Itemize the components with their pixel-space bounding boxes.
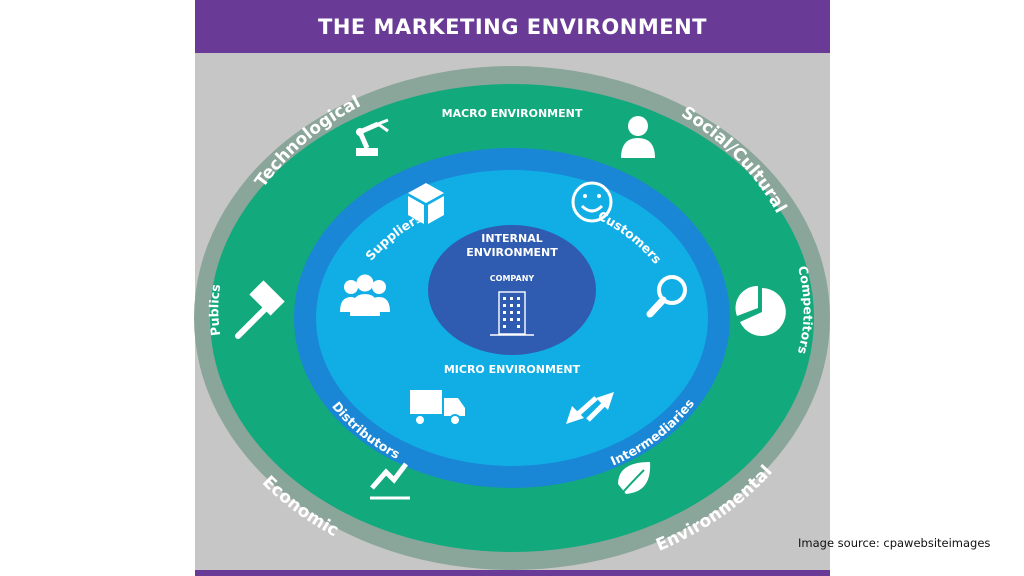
footer-bar — [195, 570, 830, 576]
gavel-icon — [235, 280, 285, 339]
leaf-icon — [615, 462, 651, 501]
pie-chart-icon — [735, 285, 786, 336]
label-publics: Publics — [206, 283, 223, 337]
internal-title-line1: INTERNAL — [481, 232, 543, 245]
arrows-icon — [566, 392, 614, 424]
group-icon — [340, 274, 390, 316]
truck-icon — [410, 390, 465, 426]
header-bar: THE MARKETING ENVIRONMENT — [195, 0, 830, 53]
page-title: THE MARKETING ENVIRONMENT — [318, 14, 707, 39]
company-label: COMPANY — [490, 274, 535, 283]
internal-title-line2: ENVIRONMENT — [466, 246, 558, 259]
box-icon — [408, 183, 444, 224]
image-source-caption: Image source: cpawebsiteimages — [798, 536, 991, 550]
label-political-legal: Political/Legal — [23, 249, 53, 391]
internal-environment-core — [428, 225, 596, 355]
building-icon — [490, 291, 534, 336]
person-icon — [621, 116, 655, 158]
robotic-arm-icon — [356, 118, 389, 156]
macro-environment-title: MACRO ENVIRONMENT — [442, 107, 583, 120]
smiley-icon — [571, 181, 613, 223]
label-competitors: Competitors — [795, 264, 816, 356]
magnifier-icon — [646, 275, 687, 318]
micro-environment-title: MICRO ENVIRONMENT — [444, 363, 581, 376]
label-demographic: Demographic — [970, 253, 999, 386]
trend-chart-icon — [370, 462, 410, 500]
